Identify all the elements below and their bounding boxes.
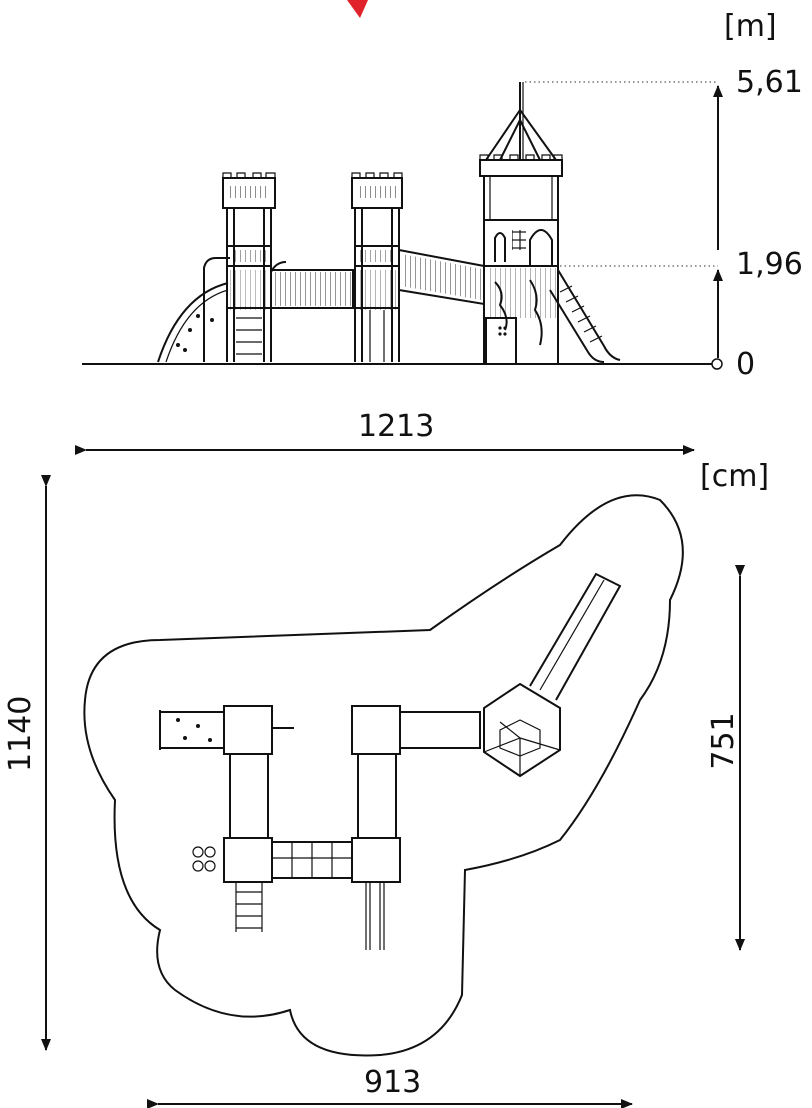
climbing-dome: [157, 282, 229, 363]
plan-flower-panel: [192, 846, 216, 872]
plan-unit-label: [cm]: [700, 459, 770, 494]
tower-1: [222, 172, 276, 362]
plan-platform-bottom-left: [223, 837, 273, 883]
plan-net-bridge-left: [229, 753, 269, 839]
zero-datum-symbol: [711, 358, 723, 370]
plan-height-label: 1140: [3, 695, 38, 772]
plan-climbing-wall: [159, 710, 225, 750]
plan-net-bridge-middle: [357, 753, 397, 839]
plan-slide: [529, 572, 622, 701]
plan-platform-bottom-middle: [351, 837, 401, 883]
plan-platform-top-left: [223, 705, 273, 755]
main-tower: [479, 82, 563, 365]
plan-view: [41, 475, 745, 1108]
elevation-unit-label: [m]: [724, 9, 777, 44]
plan-bridge-top: [399, 711, 481, 749]
bridge-1: [270, 261, 354, 309]
height-label-mid: 1,96: [736, 247, 803, 282]
plan-hexagon-tower: [483, 682, 561, 778]
plan-poles: [365, 882, 385, 950]
height-label-top: 5,61: [736, 65, 803, 100]
height-label-zero: 0: [736, 347, 756, 382]
plan-width-label: 913: [364, 1065, 422, 1100]
plan-platform-top-middle: [351, 705, 401, 755]
logo-fragment: [347, 0, 368, 18]
elevation-width-label: 1213: [358, 409, 435, 444]
elevation-view: [75, 81, 723, 455]
plan-ladder: [235, 882, 263, 932]
climbing-holds: [176, 314, 214, 352]
tower-2: [351, 172, 403, 362]
safety-zone-outline: [83, 494, 684, 1057]
plan-depth-label: 751: [706, 712, 741, 770]
inclined-bridge: [398, 248, 485, 306]
tube-slide: [549, 269, 621, 363]
